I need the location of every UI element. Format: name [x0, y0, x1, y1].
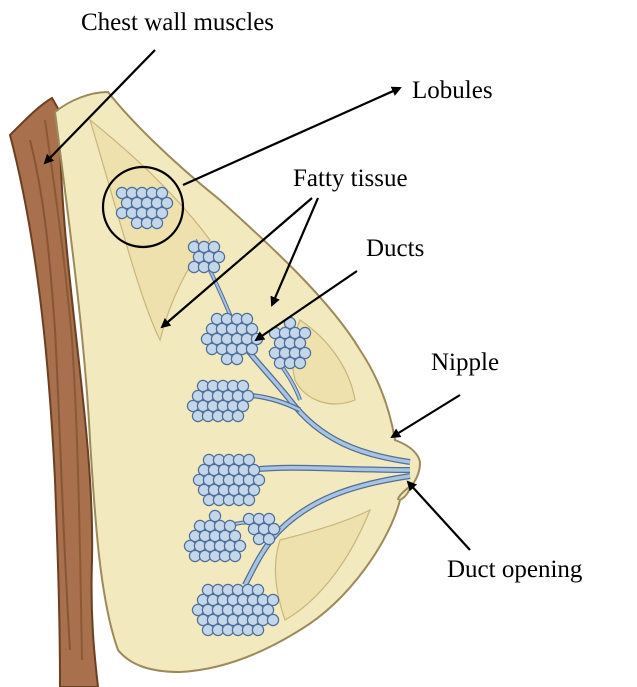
arrow-nipple	[392, 395, 460, 437]
label-ducts: Ducts	[366, 236, 424, 261]
label-nipple: Nipple	[431, 350, 499, 375]
arrow-duct-opening	[408, 482, 470, 550]
label-fatty-tissue: Fatty tissue	[293, 166, 408, 191]
label-lobules: Lobules	[412, 78, 493, 103]
label-chest-wall-muscles: Chest wall muscles	[81, 10, 274, 35]
label-duct-opening: Duct opening	[447, 557, 582, 582]
